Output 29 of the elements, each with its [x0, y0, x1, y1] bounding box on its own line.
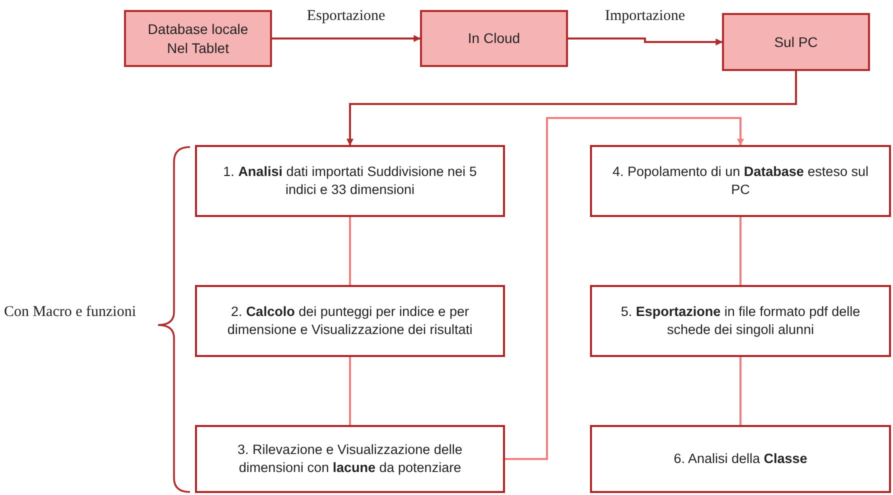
box-text: 4. Popolamento di un Database esteso sul PC: [612, 162, 870, 199]
edge-label: Esportazione: [304, 8, 388, 25]
process-box: [590, 285, 891, 357]
arrow: [272, 35, 421, 42]
arrow: [568, 38, 723, 46]
process-box: [195, 425, 505, 493]
box-text: In Cloud: [468, 29, 520, 48]
process-box: [590, 145, 891, 217]
process-box: [722, 13, 870, 71]
arrow: [346, 71, 797, 146]
connector-line: [349, 357, 351, 425]
box-text: Sul PC: [774, 32, 818, 52]
box-text: 2. Calcolo dei punteggi per indice e per dimensione e Visualizzazione dei risultati: [226, 302, 474, 339]
edge-label: Importazione: [603, 8, 687, 25]
box-text: Database locale Nel Tablet: [146, 20, 250, 58]
process-box: [124, 10, 272, 67]
process-box: [195, 145, 505, 217]
process-box: [590, 425, 891, 493]
box-text: 6. Analisi della Classe: [674, 450, 808, 468]
process-box: [420, 10, 568, 67]
box-text: 3. Rilevazione e Visualizzazione delle dimensioni con lacune da potenziare: [236, 440, 464, 477]
connector-line: [740, 357, 742, 425]
box-text: 1. Analisi dati importati Suddivisione nei 5 indici e 33 dimensioni: [222, 162, 478, 199]
connector-line: [740, 217, 742, 285]
process-box: [195, 285, 505, 357]
box-text: 5. Esportazione in file formato pdf delle schede dei singoli alunni: [620, 302, 862, 339]
arrow: [505, 117, 744, 460]
bracket-note: Con Macro e funzioni: [2, 303, 138, 322]
connector-line: [349, 217, 351, 285]
